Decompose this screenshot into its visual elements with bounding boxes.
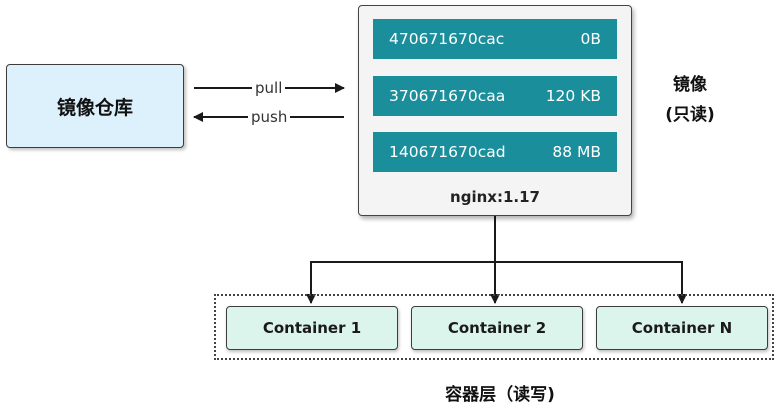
container-label: Container 2 xyxy=(447,319,547,337)
image-box: 470671670cac 0B 370671670caa 120 KB 1406… xyxy=(358,5,632,216)
image-caption-title: 镜像 xyxy=(673,75,707,95)
container-box: Container 2 xyxy=(411,306,583,350)
pull-label: pull xyxy=(252,79,286,97)
container-layer-frame xyxy=(214,294,774,360)
image-layer: 140671670cad 88 MB xyxy=(373,132,617,172)
container-box: Container 1 xyxy=(226,306,398,350)
image-layer: 370671670caa 120 KB xyxy=(373,76,617,116)
push-label: push xyxy=(248,108,291,126)
image-caption-readonly: (只读) xyxy=(665,105,715,125)
layer-size: 120 KB xyxy=(545,87,601,105)
image-tag: nginx:1.17 xyxy=(450,188,540,206)
image-layer: 470671670cac 0B xyxy=(373,19,617,59)
container-label: Container 1 xyxy=(262,319,362,337)
container-box: Container N xyxy=(596,306,768,350)
layer-size: 0B xyxy=(580,30,602,48)
container-layer-caption: 容器层（读写) xyxy=(445,385,555,405)
layer-id: 470671670cac xyxy=(389,30,505,48)
image-registry-box: 镜像仓库 xyxy=(6,64,184,148)
layer-id: 140671670cad xyxy=(389,143,506,161)
layer-id: 370671670caa xyxy=(389,87,506,105)
layer-size: 88 MB xyxy=(552,143,601,161)
image-registry-label: 镜像仓库 xyxy=(56,96,133,119)
image-caption: 镜像 (只读) xyxy=(645,70,735,130)
container-label: Container N xyxy=(631,319,733,337)
